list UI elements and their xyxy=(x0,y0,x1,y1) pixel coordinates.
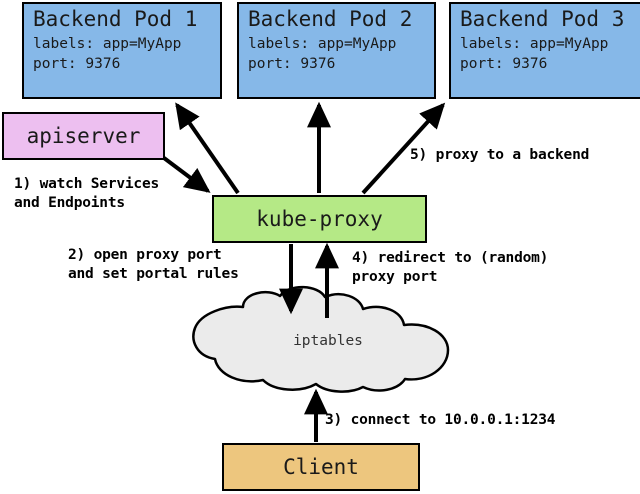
iptables-title: iptables xyxy=(293,333,363,349)
step-3-label: 3) connect to 10.0.0.1:1234 xyxy=(325,412,556,428)
iptables-cloud[interactable]: iptables xyxy=(188,292,468,394)
arrow-kubeproxy-to-pod1 xyxy=(175,102,240,195)
arrow-kubeproxy-to-pod3 xyxy=(361,102,446,195)
arrow-apiserver-to-kubeproxy xyxy=(162,156,211,193)
kube-proxy-box[interactable]: kube-proxy xyxy=(212,195,427,243)
step-4-label: 4) redirect to (random) proxy port xyxy=(352,250,549,285)
backend-pod-1-port: port: 9376 xyxy=(33,56,121,72)
apiserver-title: apiserver xyxy=(26,124,141,148)
backend-pod-1-title: Backend Pod 1 xyxy=(33,7,198,31)
backend-pod-2-labels: labels: app=MyApp xyxy=(248,36,397,52)
backend-pod-2-box[interactable]: Backend Pod 2 labels: app=MyApp port: 93… xyxy=(237,2,436,99)
step-2-label: 2) open proxy port and set portal rules xyxy=(68,247,239,282)
backend-pod-3-box[interactable]: Backend Pod 3 labels: app=MyApp port: 93… xyxy=(449,2,640,99)
backend-pod-1-box[interactable]: Backend Pod 1 labels: app=MyApp port: 93… xyxy=(22,2,222,99)
client-box[interactable]: Client xyxy=(222,443,420,491)
kube-proxy-title: kube-proxy xyxy=(256,207,383,231)
backend-pod-2-title: Backend Pod 2 xyxy=(248,7,413,31)
step-1-label: 1) watch Services and Endpoints xyxy=(14,176,160,211)
backend-pod-3-port: port: 9376 xyxy=(460,56,548,72)
backend-pod-2-port: port: 9376 xyxy=(248,56,336,72)
step-5-label: 5) proxy to a backend xyxy=(410,147,590,163)
backend-pod-3-labels: labels: app=MyApp xyxy=(460,36,609,52)
backend-pod-1-labels: labels: app=MyApp xyxy=(33,36,182,52)
apiserver-box[interactable]: apiserver xyxy=(2,112,165,160)
client-title: Client xyxy=(283,455,359,479)
backend-pod-3-title: Backend Pod 3 xyxy=(460,7,625,31)
